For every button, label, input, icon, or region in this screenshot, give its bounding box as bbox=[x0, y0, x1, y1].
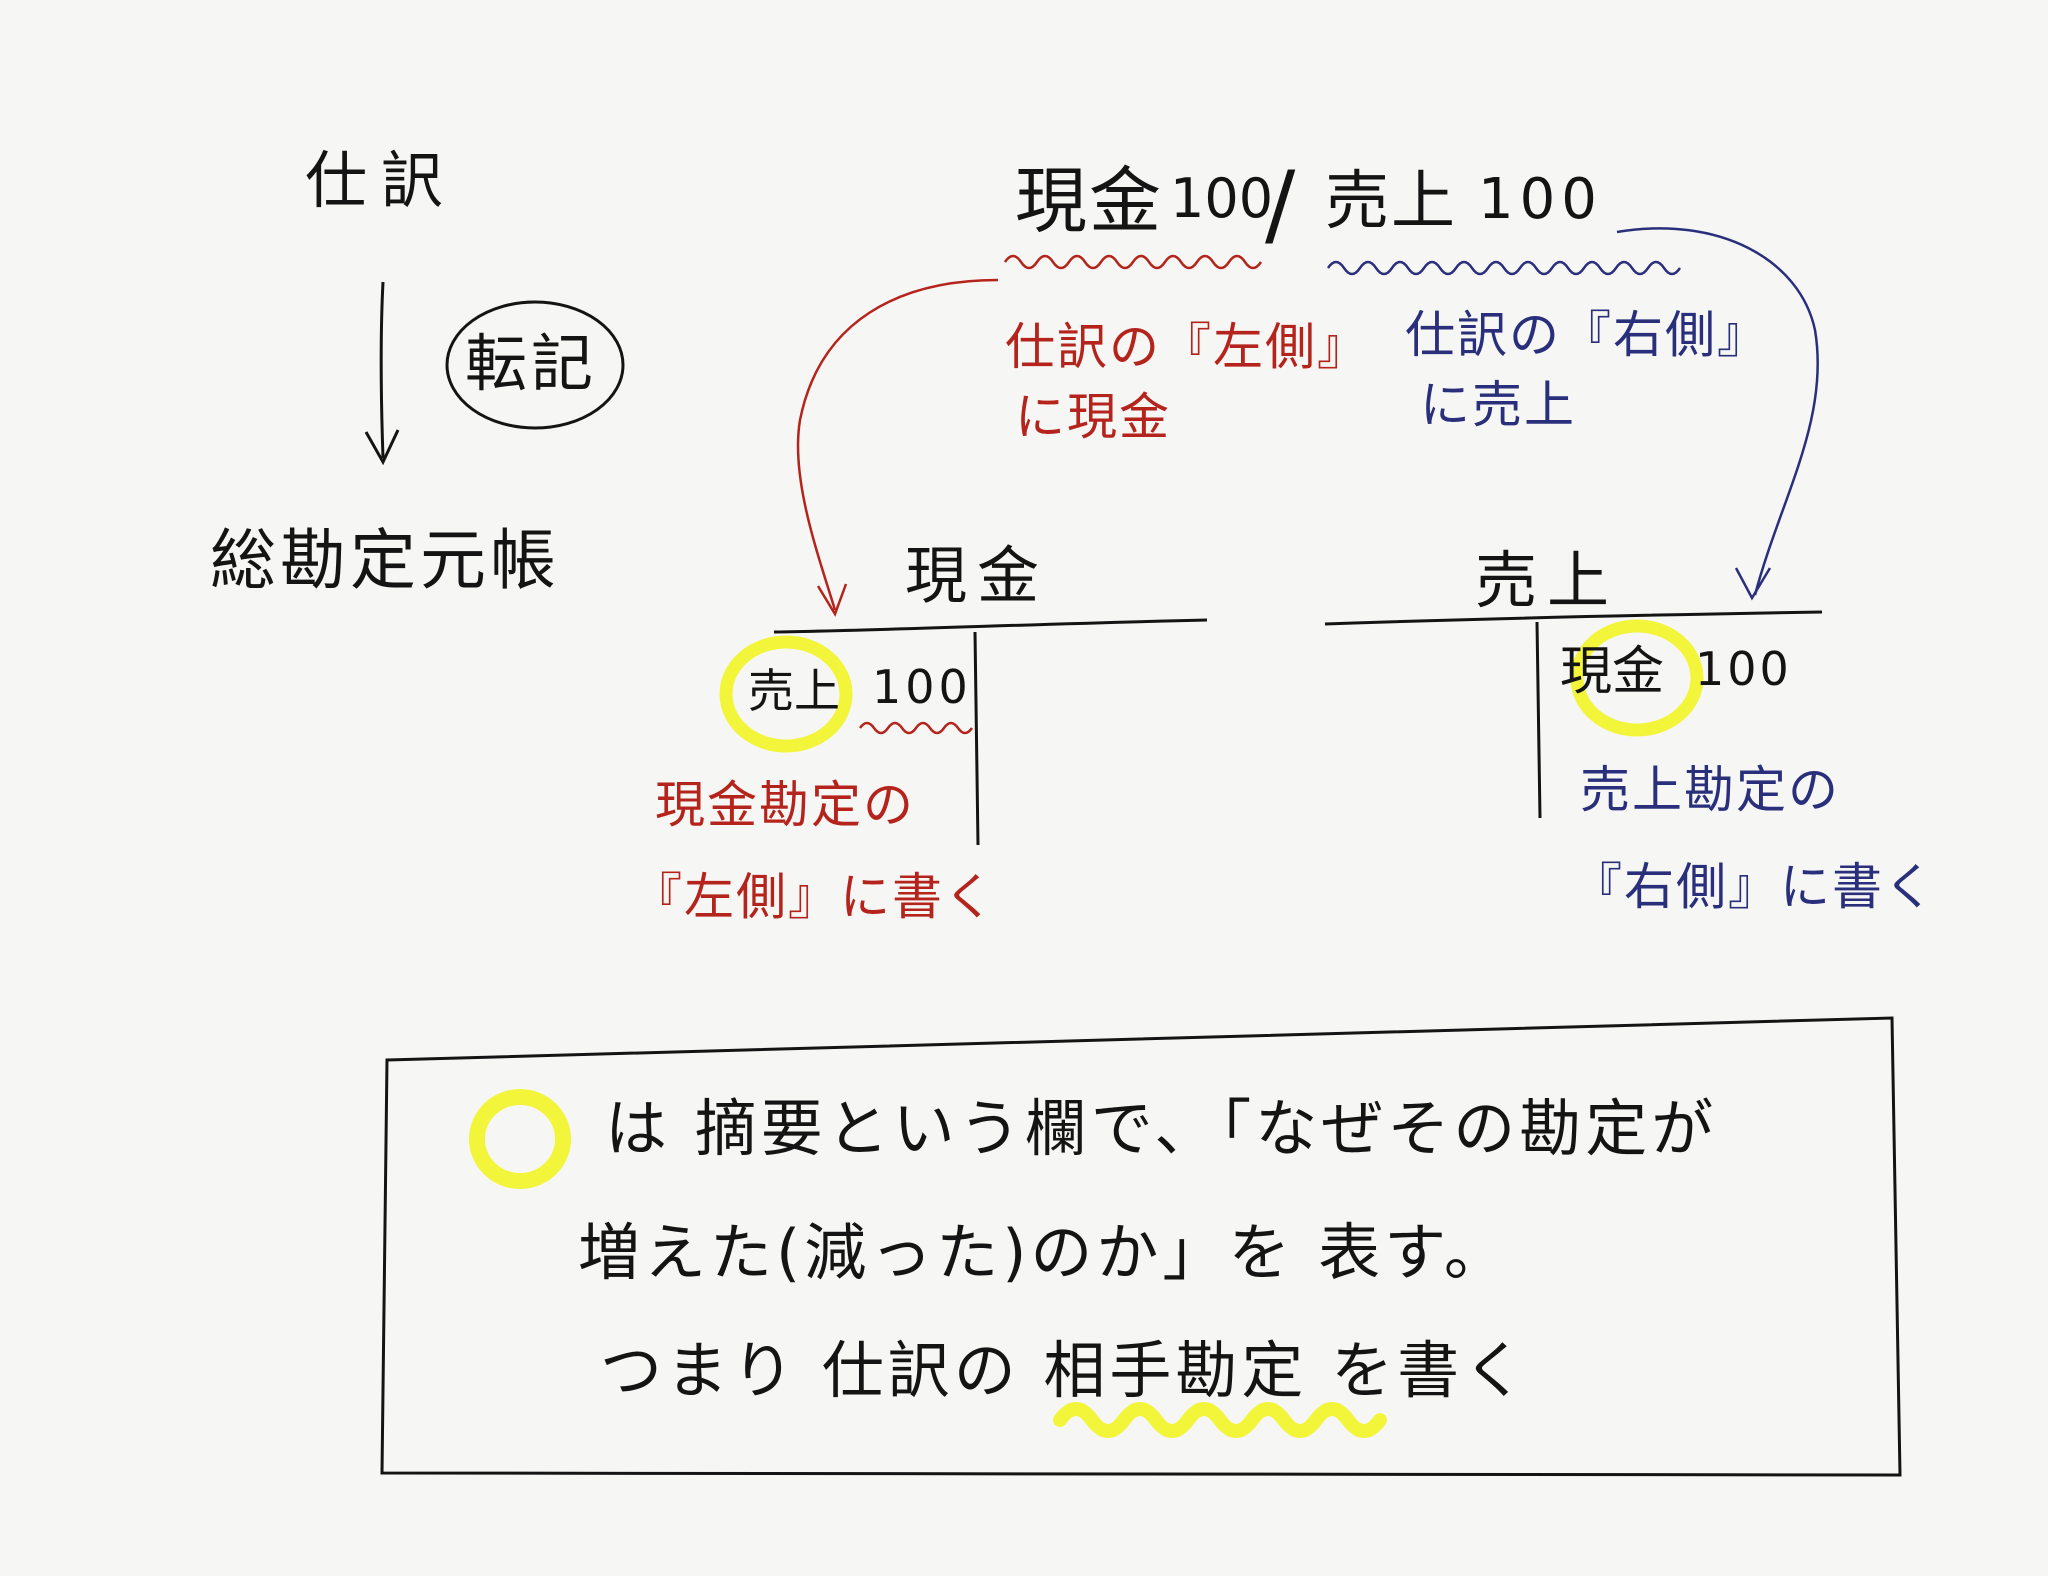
highlight-circle-cash bbox=[719, 635, 853, 753]
sales-ledger-vline bbox=[1535, 621, 1542, 819]
cash-ledger-note-line1: 現金勘定の bbox=[655, 776, 915, 834]
entry-separator: / bbox=[1265, 152, 1296, 257]
red-arrow-head bbox=[816, 583, 848, 617]
flow-bottom-label: 総勘定元帳 bbox=[210, 522, 560, 599]
blue-note-line2: に売上 bbox=[1420, 376, 1576, 434]
red-arrow bbox=[796, 278, 999, 611]
red-wavy-underline bbox=[1003, 254, 1263, 270]
flow-arrow-head bbox=[364, 429, 400, 466]
badge-circle bbox=[445, 300, 625, 430]
cash-ledger-note-line2: 『左側』に書く bbox=[632, 868, 996, 926]
cash-ledger-entry-label: 売上 bbox=[748, 664, 840, 718]
blue-arrow-head bbox=[1734, 567, 1772, 601]
flow-arrow bbox=[379, 281, 385, 459]
red-note-line1: 仕訳の『左側』 bbox=[1005, 318, 1369, 376]
sales-ledger-note-line1: 売上勘定の bbox=[1580, 761, 1840, 819]
summary-line1: は 摘要という欄で、「なぜその勘定が bbox=[605, 1092, 1718, 1165]
sales-ledger-hline bbox=[1324, 610, 1823, 626]
highlight-circle-sales bbox=[1570, 619, 1704, 737]
blue-wavy-underline bbox=[1326, 260, 1682, 276]
sales-ledger-note-line2: 『右側』に書く bbox=[1572, 858, 1936, 916]
entry-debit-amount: 100 bbox=[1170, 167, 1274, 230]
flow-top-label: 仕訳 bbox=[305, 144, 458, 217]
cash-ledger-vline bbox=[973, 631, 980, 846]
badge-label: 転記 bbox=[465, 327, 598, 400]
summary-line3: つまり 仕訳の 相手勘定 を書く bbox=[600, 1334, 1530, 1407]
summary-line2: 増えた(減った)のか」を 表す。 bbox=[578, 1216, 1510, 1289]
cash-ledger-hline bbox=[773, 618, 1208, 634]
highlight-circle-legend bbox=[469, 1089, 571, 1189]
entry-credit-account: 売上 bbox=[1325, 165, 1457, 239]
sales-ledger-title: 売上 bbox=[1475, 544, 1620, 617]
yellow-wavy-underline bbox=[1053, 1402, 1387, 1438]
sales-ledger-entry-amount: 100 bbox=[1695, 642, 1792, 696]
ledger-red-wavy bbox=[858, 721, 974, 735]
red-note-line2: に現金 bbox=[1015, 388, 1171, 446]
entry-debit-account: 現金 bbox=[1015, 159, 1164, 243]
summary-box bbox=[380, 1016, 1902, 1477]
blue-arrow bbox=[1616, 227, 1819, 596]
cash-ledger-title: 現金 bbox=[905, 539, 1050, 612]
entry-credit-amount: 100 bbox=[1478, 167, 1603, 232]
blue-note-line1: 仕訳の『右側』 bbox=[1405, 306, 1769, 364]
sales-ledger-entry-label: 現金 bbox=[1560, 642, 1665, 702]
cash-ledger-entry-amount: 100 bbox=[872, 660, 972, 714]
